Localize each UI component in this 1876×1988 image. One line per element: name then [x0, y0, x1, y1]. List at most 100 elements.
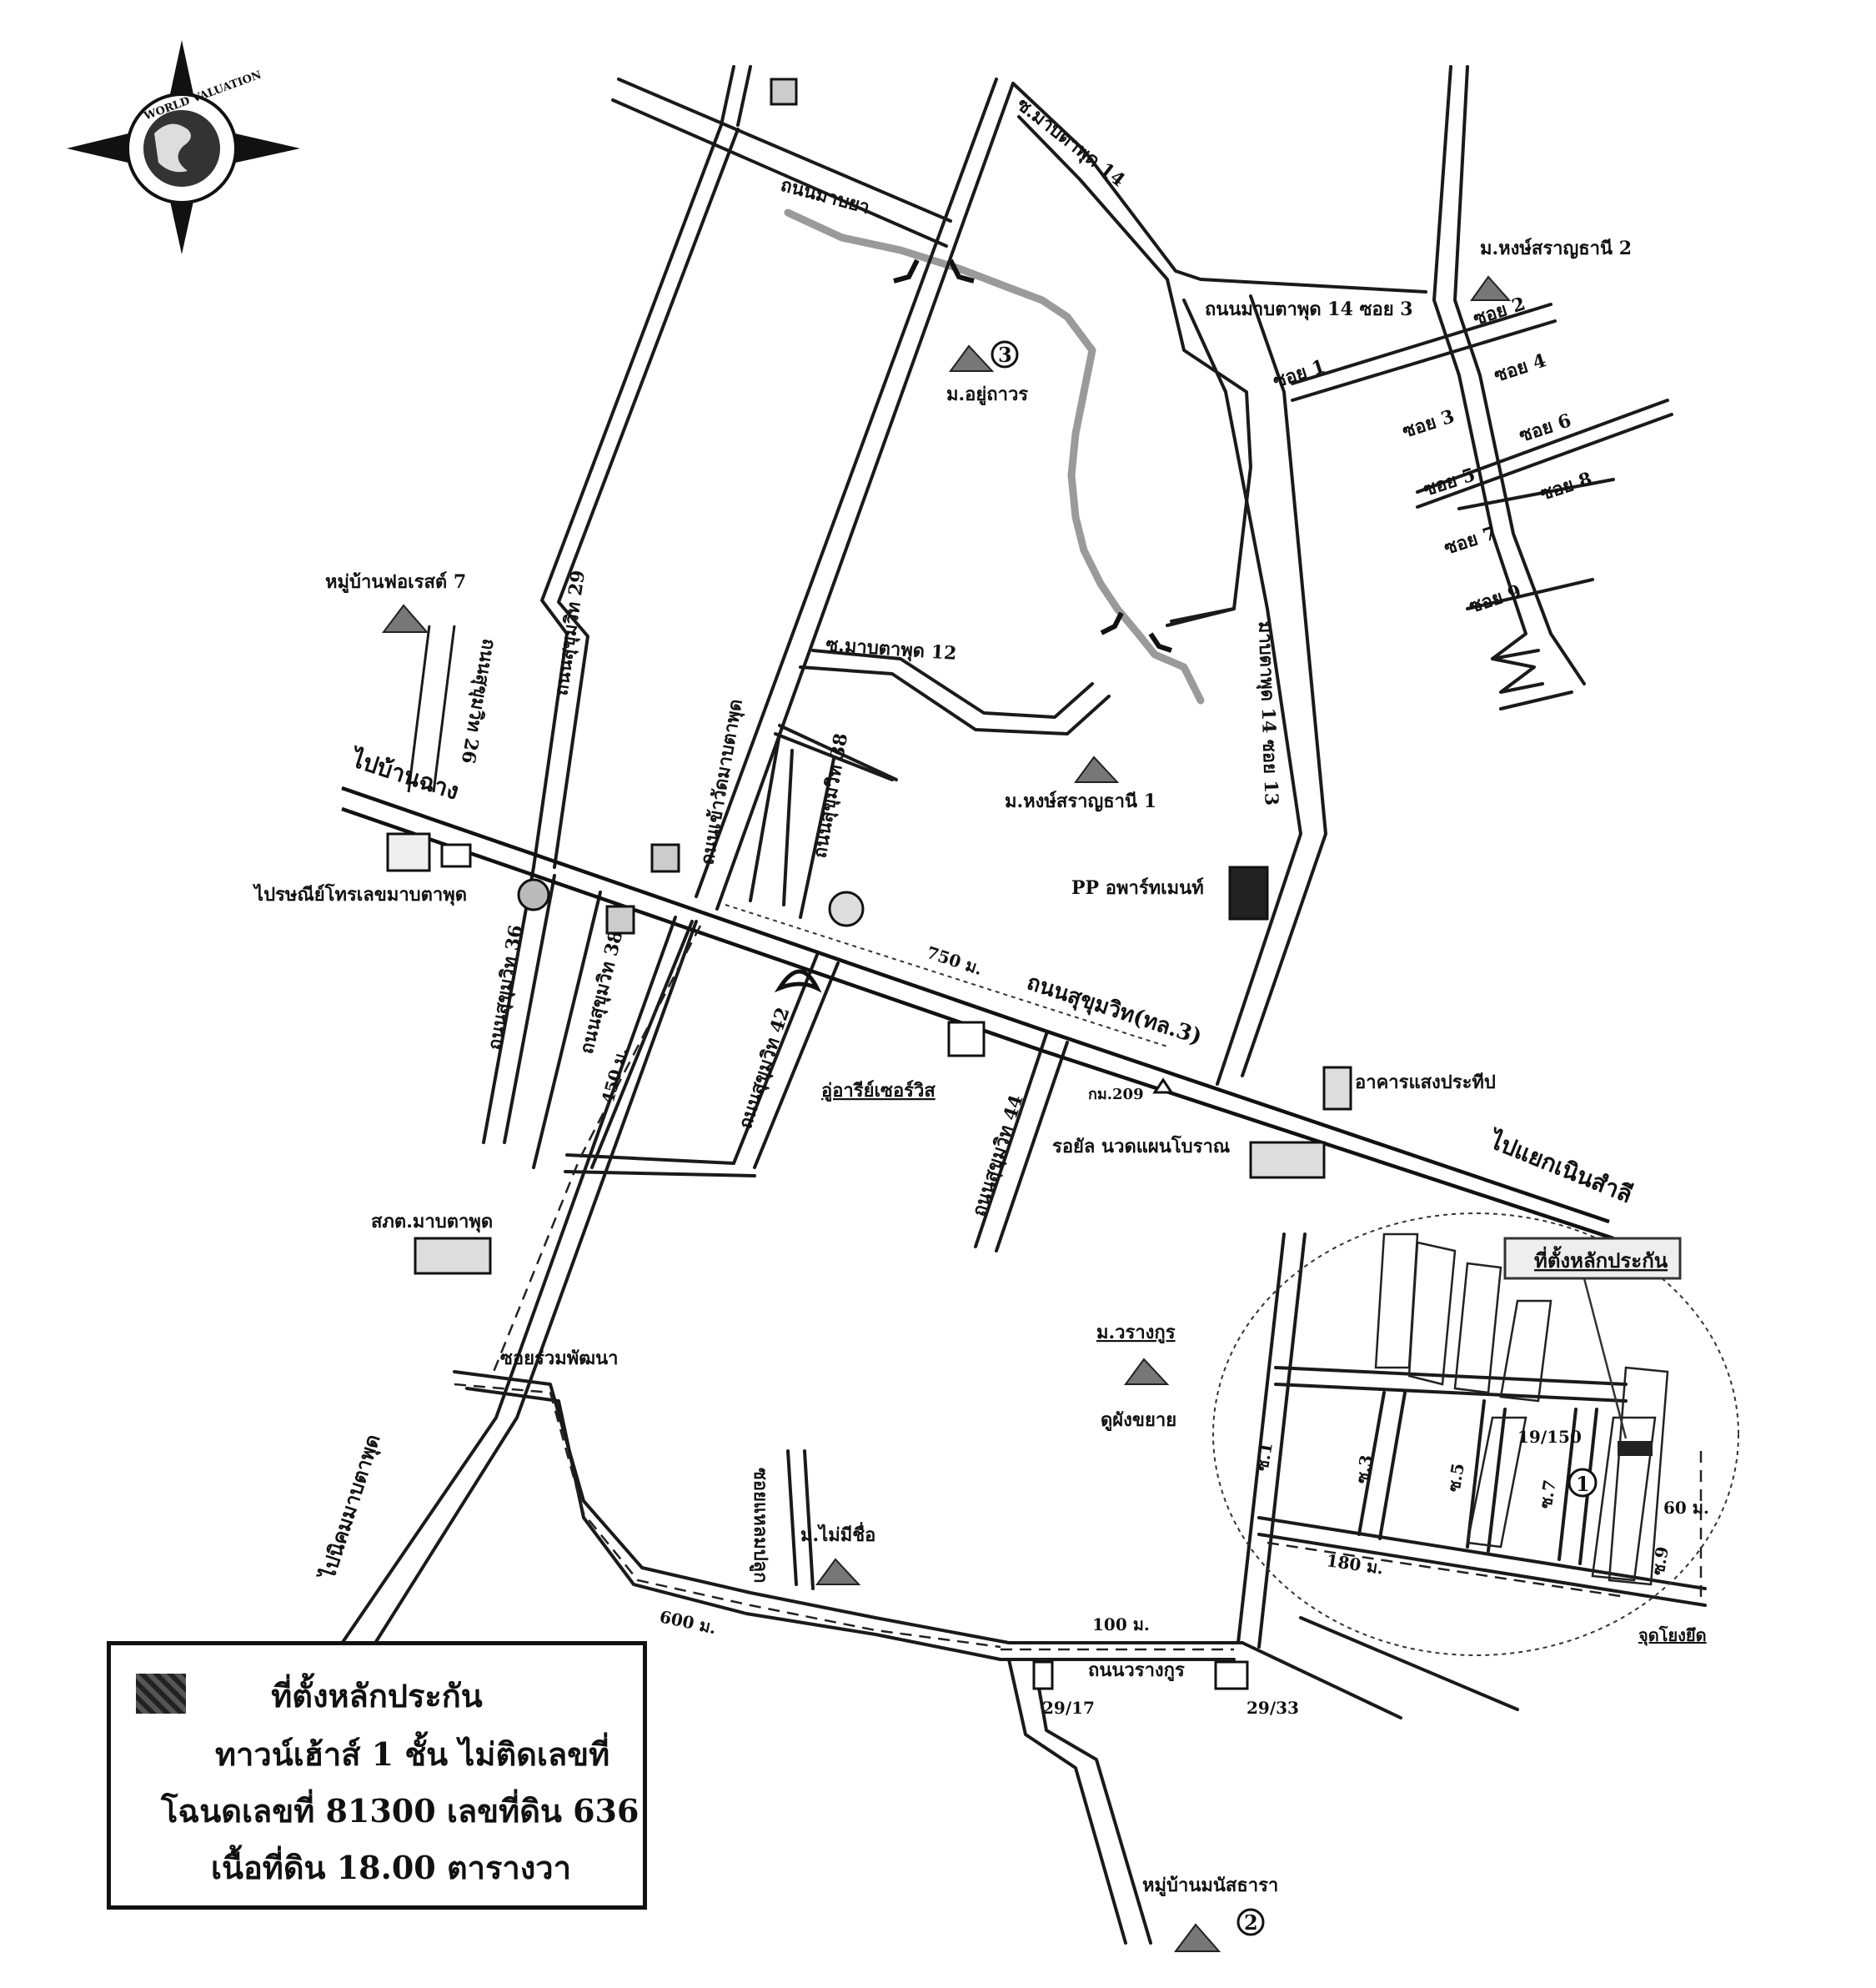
- village-icon: [1174, 1923, 1221, 1952]
- road-mabtaphut-14: ซ.มาบตาพุด 14: [1012, 93, 1129, 192]
- compass-rose: W E S WORLD VALUATION: [67, 40, 300, 254]
- post-office-icon: [386, 832, 431, 872]
- distance-600: 600 ม.: [658, 1606, 718, 1638]
- marker-2: 2: [1244, 1910, 1258, 1935]
- massage-house-icon: [1249, 1141, 1326, 1179]
- road-soi-ruam-phatthana: ซอยร่วมพัฒนา: [500, 1348, 618, 1369]
- shop-icon: [947, 1021, 986, 1057]
- roads: [324, 65, 1707, 1945]
- distance-100: 100 ม.: [1092, 1614, 1150, 1634]
- seven-eleven-icon: [605, 905, 635, 935]
- legend-swatch: [136, 1674, 186, 1714]
- distance-60: 60 ม.: [1663, 1498, 1709, 1518]
- compass-w: W: [108, 141, 128, 161]
- road-sukhumvit-36: ถนนสุขุมวิท 36: [484, 923, 528, 1052]
- place-forest-7: หมู่บ้านฟอเรสต์ 7: [325, 571, 466, 594]
- legend-line-1: ทาวน์เฮ้าส์ 1 ชั้น ไม่ติดเลขที่: [215, 1735, 610, 1773]
- inset-soi-9: ซ.9: [1648, 1545, 1673, 1577]
- road-soi-mae-pluk: ซอยแหลมปลูก: [749, 1468, 771, 1583]
- road-to-nikhom: ไปนิคมมาบตาพุด: [314, 1431, 386, 1584]
- collateral-callout: ที่ตั้งหลักประกัน: [1503, 1237, 1682, 1439]
- townhouse-rows: [1374, 1232, 1669, 1586]
- road-sukhumvit-26: ถนนสุขุมวิท 26: [456, 637, 500, 766]
- village-icon: [1074, 756, 1120, 783]
- mail-icon: [440, 843, 472, 868]
- numbered-markers: 3 1 2: [991, 340, 1598, 1936]
- inset-circle: [1212, 1212, 1739, 1656]
- marker-3: 3: [998, 343, 1012, 367]
- road-labels: ถนนมาบยา ซ.มาบตาพุด 14 ถนนมาบตาพุด 14 ซอ…: [314, 93, 1636, 1682]
- temple-icon: [774, 969, 822, 993]
- inset-soi-3: ซ.3: [1352, 1453, 1377, 1485]
- inset-soi-7: ซ.7: [1535, 1478, 1560, 1510]
- house-2917-icon: [1032, 1660, 1054, 1690]
- road-mabtaphut-14-soi-3: ถนนมาบตาพุด 14 ซอย 3: [1205, 299, 1413, 321]
- place-manatsathara: หมู่บ้านมนัสธารา: [1142, 1875, 1278, 1897]
- legend-box: ที่ตั้งหลักประกัน ทาวน์เฮ้าส์ 1 ชั้น ไม่…: [107, 1641, 647, 1910]
- road-sukhumvit-38-lower: ถนนสุขุมวิท 38: [576, 928, 629, 1057]
- collateral-callout-label: ที่ตั้งหลักประกัน: [1534, 1245, 1668, 1273]
- place-yu-thawon: ม.อยู่ถาวร: [946, 384, 1028, 406]
- marker-1: 1: [1576, 1472, 1590, 1496]
- legend-title: ที่ตั้งหลักประกัน: [271, 1677, 483, 1714]
- road-to-noen-sam-li: ไปแยกเนินสำลี: [1484, 1126, 1637, 1209]
- compass-s: S: [177, 204, 188, 224]
- distance-450: 450 ม.: [598, 1046, 632, 1107]
- village-icon: [382, 604, 429, 633]
- soi-8: ซอย 8: [1537, 468, 1595, 505]
- road-mabtaphut-12: ซ.มาบตาพุด 12: [825, 634, 958, 665]
- legend-line-3: เนื้อที่ดิน 18.00 ตารางวา: [211, 1849, 571, 1886]
- place-royal-massage: รอยัล นวดแผนโบราณ: [1052, 1135, 1230, 1157]
- place-enlarge: ดูผังขยาย: [1101, 1409, 1176, 1432]
- place-house-2933: 29/33: [1246, 1698, 1299, 1718]
- km-post-icon: [1152, 1077, 1174, 1094]
- place-hongsaran-2: ม.หงษ์สราญธานี 2: [1480, 238, 1632, 259]
- compass-e: E: [244, 141, 257, 161]
- soi-9: ซอย 9: [1467, 580, 1524, 618]
- place-police: สภต.มาบตาพุด: [371, 1211, 493, 1233]
- bank-icon: [517, 878, 550, 911]
- place-house-2917: 29/17: [1042, 1698, 1095, 1718]
- soi-1: ซอย 1: [1271, 355, 1328, 393]
- soi-6: ซอย 6: [1517, 409, 1574, 447]
- village-icon: [949, 344, 995, 372]
- house-2933-icon: [1214, 1660, 1249, 1690]
- canal: [784, 208, 1205, 705]
- village-icon: [1470, 275, 1512, 301]
- gas-station-icon: [828, 891, 865, 927]
- village-icon: [815, 1558, 861, 1585]
- inset-soi-1: ซ.1: [1252, 1441, 1277, 1473]
- place-km209: กม.209: [1088, 1086, 1144, 1103]
- place-pole: จุดโยงยึด: [1638, 1625, 1707, 1646]
- village-icon: [1124, 1358, 1170, 1385]
- village-icons: [382, 275, 1512, 1952]
- road-sukhumvit-42: ถนนสุขุมวิท 42: [735, 1005, 795, 1132]
- distance-lines: [454, 904, 1703, 1651]
- bridge-icon: [893, 259, 1172, 653]
- inset-soi-labels: ซ.1 ซ.3 ซ.5 ซ.7 ซ.9: [1252, 1441, 1673, 1577]
- place-saeng-prathip: อาคารแสงประทีป: [1355, 1072, 1496, 1093]
- place-pp-apartment: PP อพาร์ทเมนท์: [1071, 877, 1204, 899]
- place-plot-19150: 19/150: [1517, 1427, 1582, 1447]
- collateral-plot: [1618, 1441, 1653, 1456]
- inset-soi-5: ซ.5: [1443, 1462, 1468, 1494]
- soi-4: ซอย 4: [1492, 349, 1549, 387]
- soi-7: ซอย 7: [1442, 522, 1499, 560]
- road-mabtaphut-14-soi-13: มาบตาพุด 14 ซอย 13: [1253, 620, 1282, 806]
- tower-icon: [1322, 1066, 1352, 1111]
- place-hongsaran-1: ม.หงษ์สราญธานี 1: [1005, 791, 1156, 812]
- road-sukhumvit-44: ถนนสุขุมวิท 44: [968, 1092, 1028, 1219]
- place-warangkun-village: ม.วรางกูร: [1096, 1322, 1176, 1344]
- legend-line-2: โฉนดเลขที่ 81300 เลขที่ดิน 636: [161, 1792, 640, 1830]
- distance-750: 750 ม.: [924, 942, 985, 979]
- place-alley-service: อู่อารีย์เซอร์วิส: [821, 1080, 935, 1102]
- seven-eleven-icon: [650, 843, 680, 873]
- police-station-icon: [414, 1237, 492, 1275]
- building-icons: [386, 78, 1352, 1690]
- apartment-icon: [1228, 866, 1269, 921]
- place-labels: ม.หงษ์สราญธานี 2 ม.อยู่ถาวร หมู่บ้านฟอเร…: [253, 238, 1707, 1897]
- seven-eleven-icon: [770, 78, 798, 106]
- place-mai-mi-chue: ม.ไม่มีชื่อ: [800, 1521, 875, 1546]
- road-sukhumvit-main: ถนนสุขุมวิท(ทล.3): [1024, 970, 1206, 1051]
